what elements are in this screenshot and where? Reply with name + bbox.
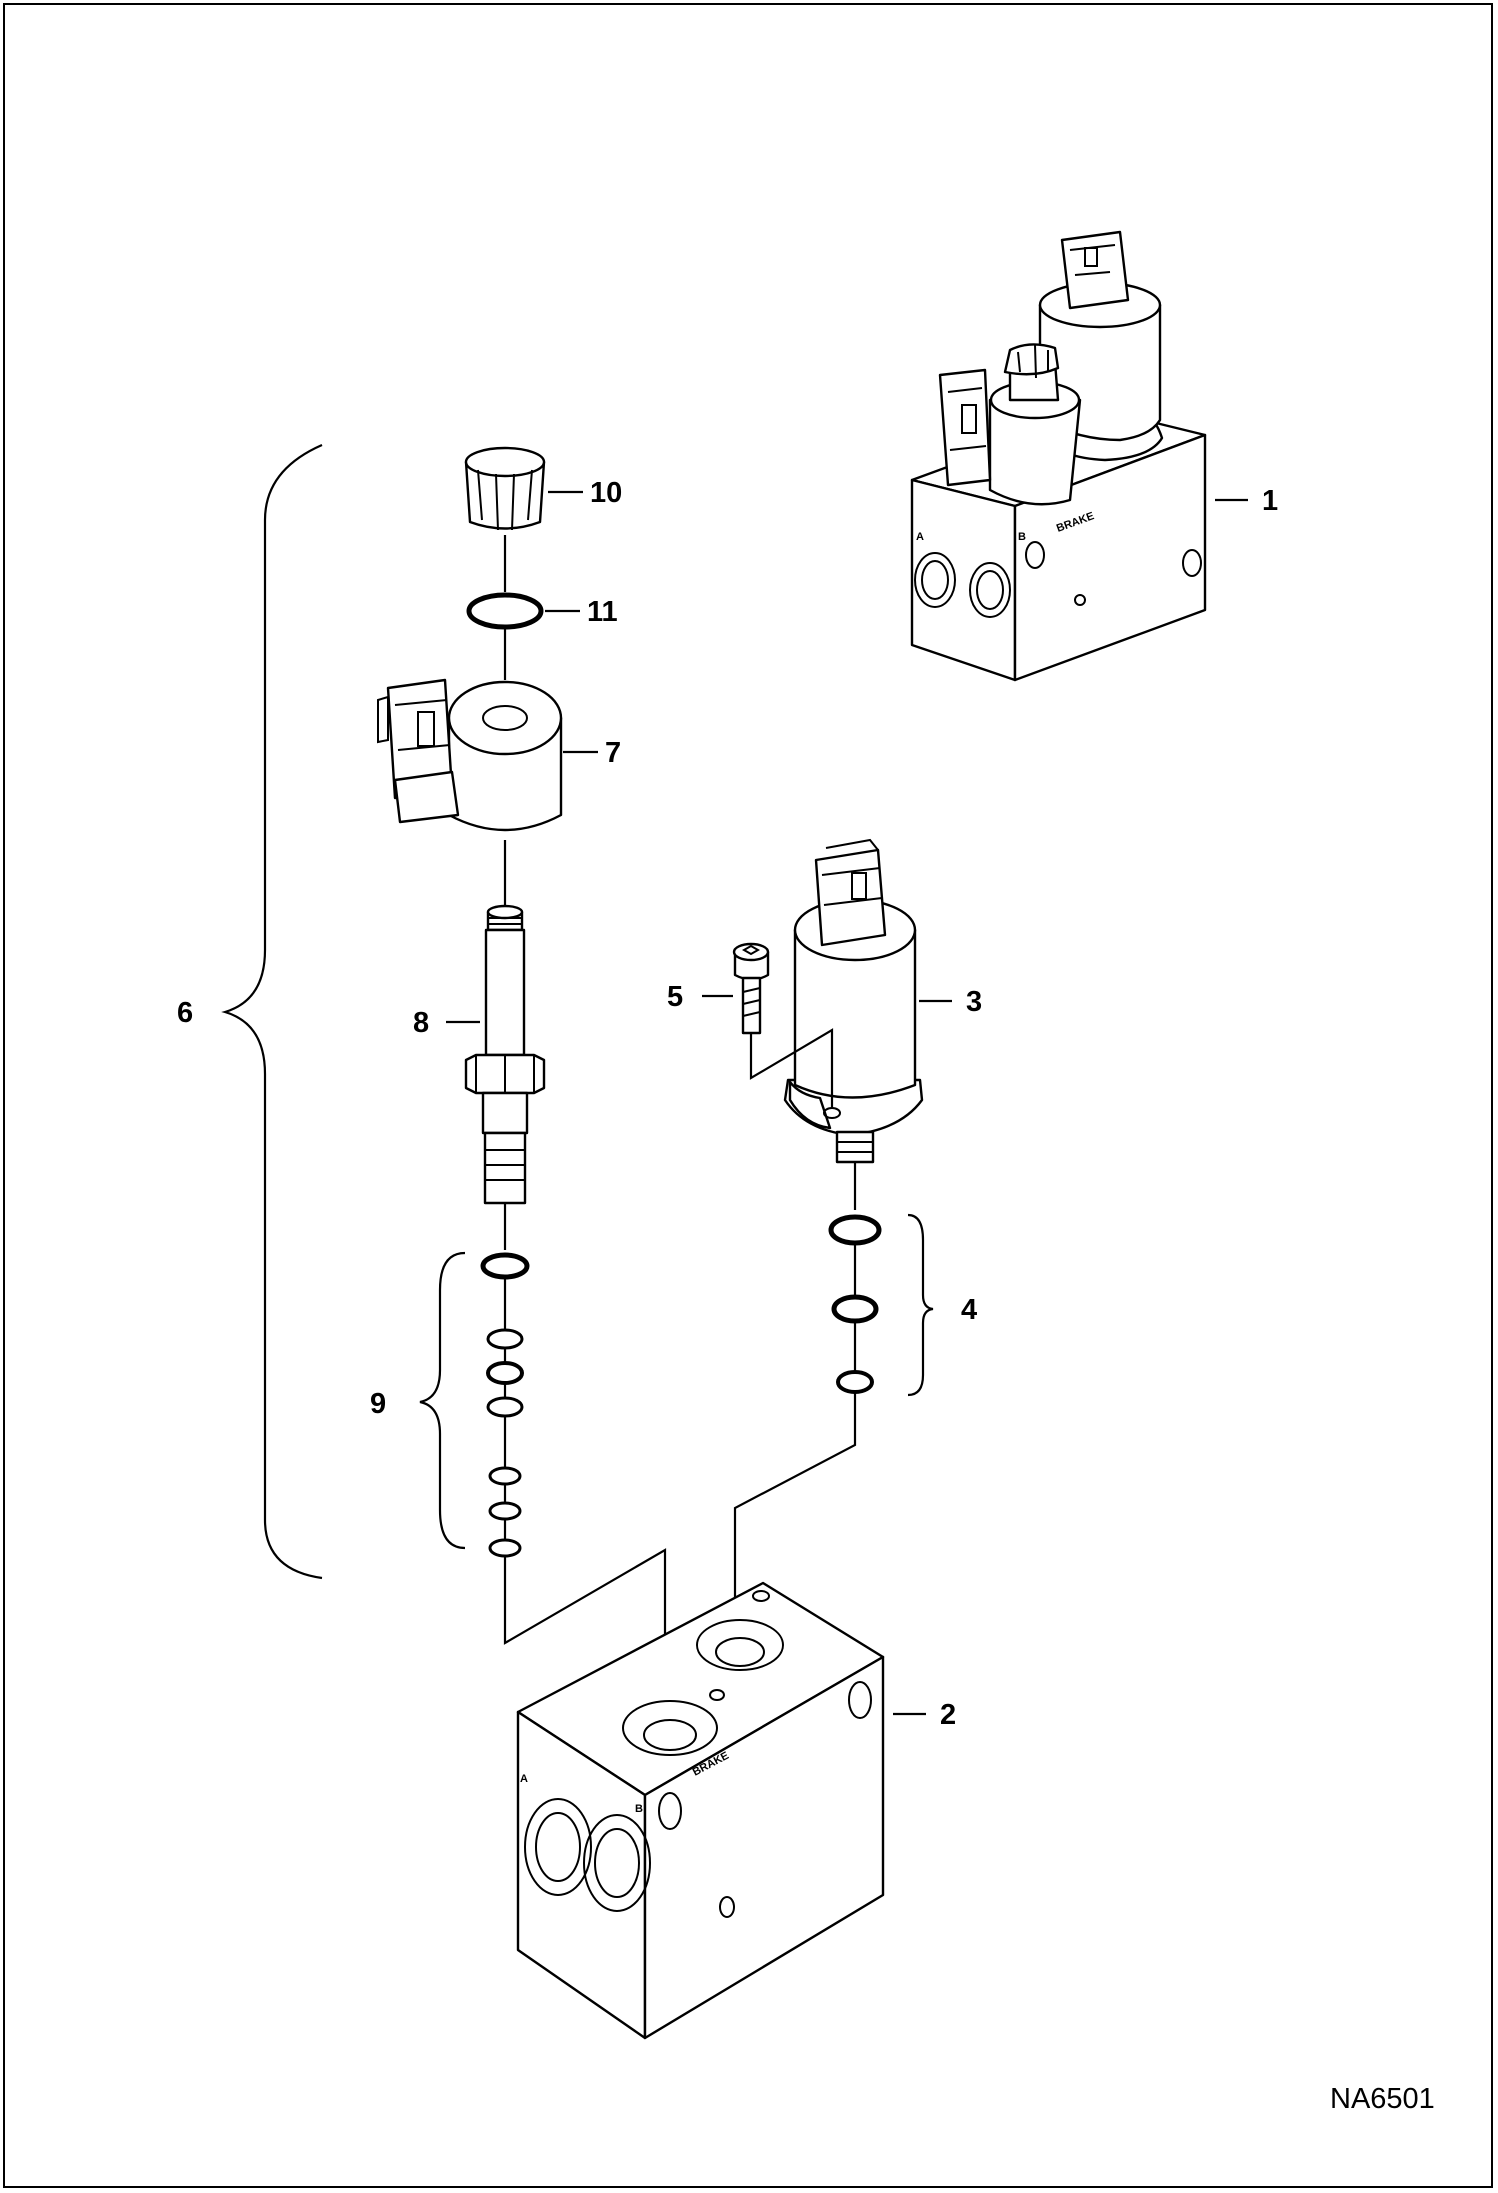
- seal-kit-9: [480, 1252, 530, 1558]
- callout-1: 1: [1262, 485, 1278, 517]
- o-ring-11: [466, 592, 544, 630]
- callout-10: 10: [590, 477, 622, 509]
- cap-screw-5: [732, 942, 770, 1035]
- drawing-border: [3, 3, 1493, 2188]
- nut-10: [464, 446, 546, 531]
- callout-11: 11: [587, 596, 618, 628]
- callout-3: 3: [966, 986, 982, 1018]
- callout-7: 7: [605, 737, 621, 769]
- valve-assembly-1: A B BRAKE: [910, 230, 1207, 682]
- callout-2: 2: [940, 1699, 956, 1731]
- port-b-label-2: B: [635, 1803, 643, 1815]
- coil-7: [377, 678, 563, 832]
- callout-5: 5: [667, 981, 683, 1013]
- solenoid-valve-3: [783, 838, 924, 1164]
- manifold-block-2: A B BRAKE: [516, 1581, 885, 2040]
- callout-9: 9: [370, 1388, 386, 1420]
- seal-set-4: [828, 1214, 882, 1394]
- callout-6: 6: [177, 997, 193, 1029]
- port-a-label: A: [916, 531, 924, 543]
- drawing-number: NA6501: [1330, 2083, 1435, 2115]
- cartridge-valve-8: [464, 904, 546, 1205]
- port-b-label: B: [1018, 531, 1026, 543]
- callout-4: 4: [961, 1294, 977, 1326]
- port-a-label-2: A: [520, 1773, 528, 1785]
- callout-8: 8: [413, 1007, 429, 1039]
